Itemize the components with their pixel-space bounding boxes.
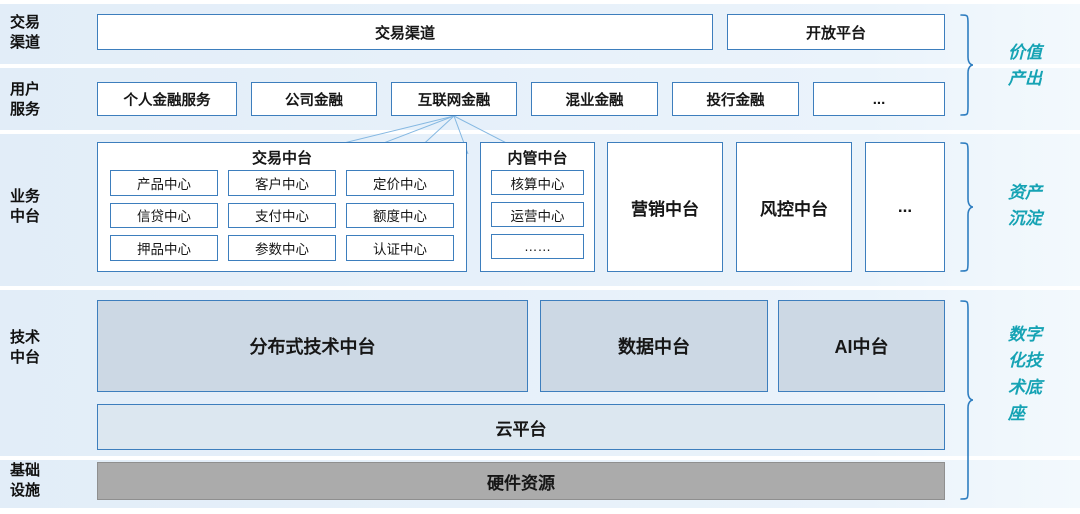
row-label-infra: 基础设施	[10, 462, 41, 499]
internal-management-list: 核算中心 运营中心 ……	[491, 170, 584, 259]
center-cell-pricing: 定价中心	[346, 170, 454, 196]
cloud-platform-box: 云平台	[97, 404, 945, 450]
bracket-asset	[960, 142, 974, 272]
risk-control-platform-box: 风控中台	[736, 142, 852, 272]
hardware-resources-box: 硬件资源	[97, 462, 945, 500]
bracket-digital-base	[960, 300, 974, 500]
center-cell-product: 产品中心	[110, 170, 218, 196]
row-label-tech: 技术中台	[10, 329, 41, 366]
center-cell-ellipsis: ……	[491, 234, 584, 259]
center-cell-accounting: 核算中心	[491, 170, 584, 195]
center-cell-customer: 客户中心	[228, 170, 336, 196]
row-label-channel: 交易渠道	[10, 14, 41, 51]
center-cell-credit: 信贷中心	[110, 202, 218, 229]
center-cell-operations: 运营中心	[491, 202, 584, 227]
trade-center-grid: 产品中心 客户中心 定价中心 信贷中心 支付中心 额度中心 押品中心 参数中心 …	[110, 170, 454, 261]
row-label-business: 业务中台	[10, 188, 41, 225]
distributed-tech-platform-box: 分布式技术中台	[97, 300, 528, 392]
center-cell-parameter: 参数中心	[228, 235, 336, 261]
service-box-more: ...	[813, 82, 945, 116]
internal-management-group: 内管中台 核算中心 运营中心 ……	[480, 142, 595, 272]
bracket-value-output	[960, 14, 974, 116]
trade-center-title: 交易中台	[251, 150, 312, 167]
service-box-personal-finance: 个人金融服务	[97, 82, 237, 116]
marketing-platform-box: 营销中台	[607, 142, 723, 272]
data-platform-box: 数据中台	[540, 300, 768, 392]
open-platform-box: 开放平台	[727, 14, 945, 50]
annotation-value-output: 价值产出	[1008, 43, 1042, 89]
annotation-asset: 资产沉淀	[1008, 183, 1042, 229]
trade-center-group: 交易中台 产品中心 客户中心 定价中心 信贷中心 支付中心 额度中心 押品中心 …	[97, 142, 467, 272]
center-cell-authentication: 认证中心	[346, 235, 454, 261]
internal-management-title: 内管中台	[507, 150, 568, 167]
center-cell-quota: 额度中心	[346, 202, 454, 229]
service-box-mixed-finance: 混业金融	[531, 82, 658, 116]
center-cell-collateral: 押品中心	[110, 235, 218, 261]
center-cell-payment: 支付中心	[228, 202, 336, 229]
row-label-user: 用户服务	[10, 81, 41, 118]
service-box-internet-finance: 互联网金融	[391, 82, 517, 116]
annotation-digital-base: 数字化技术底座	[1008, 325, 1042, 424]
service-box-corporate-finance: 公司金融	[251, 82, 377, 116]
trade-channel-box: 交易渠道	[97, 14, 713, 50]
business-more-box: ...	[865, 142, 945, 272]
ai-platform-box: AI中台	[778, 300, 945, 392]
service-box-investment-banking: 投行金融	[672, 82, 799, 116]
